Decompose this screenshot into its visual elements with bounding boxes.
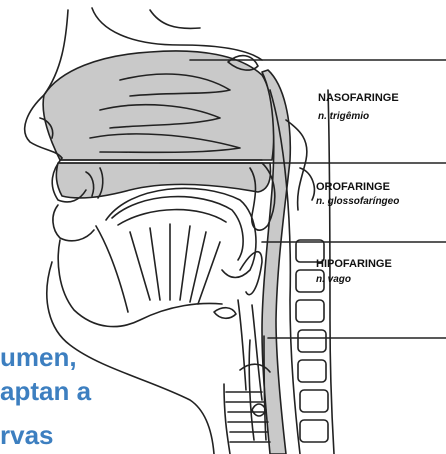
overlay-text-line-3: rvas (0, 420, 54, 451)
hypopharynx-label: HIPOFARINGE (316, 258, 392, 270)
oropharynx-label: OROFARINGE (316, 181, 390, 193)
vertebrae (296, 240, 328, 442)
esophagus (249, 336, 266, 440)
trigeminal-nerve-label: n. trigêmio (318, 111, 369, 122)
overlay-text-line-1: umen, (0, 342, 77, 373)
overlay-text-line-2: aptan a (0, 376, 91, 407)
glossopharyngeal-nerve-label: n. glossofaríngeo (316, 196, 399, 207)
trachea (224, 384, 270, 454)
vagus-nerve-label: n. vago (316, 274, 351, 285)
epiglottis (240, 252, 262, 295)
tongue (106, 188, 256, 277)
oral-cavity (56, 163, 270, 198)
hyoid (214, 308, 236, 319)
spine-posterior (328, 90, 334, 454)
mandible (58, 240, 222, 327)
lower-lip (53, 205, 94, 241)
nasopharynx-label: NASOFARINGE (318, 92, 399, 104)
